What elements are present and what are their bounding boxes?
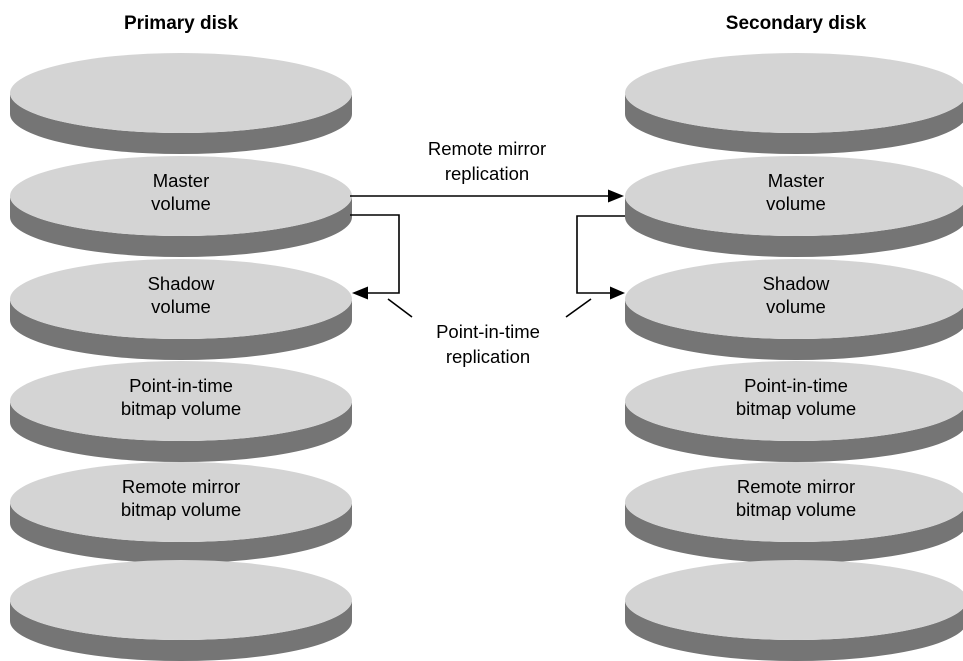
point-in-time-leader-right — [565, 298, 592, 318]
primary-platter-6 — [10, 560, 352, 661]
primary-platter-top-1 — [10, 53, 352, 133]
primary-platter-top-3 — [10, 259, 352, 339]
secondary-platter-side-1 — [625, 93, 963, 154]
secondary-platter-top-4 — [625, 361, 963, 441]
point-in-time-leader-left — [387, 298, 413, 318]
secondary-volume-2-label-line-2: volume — [766, 193, 826, 214]
primary-platter-top-2 — [10, 156, 352, 236]
secondary-volume-5-label-line-1: Remote mirror — [737, 476, 855, 497]
primary-volume-2-label-line-1: Master — [153, 170, 210, 191]
secondary-volume-3-label-line-2: volume — [766, 296, 826, 317]
primary-volume-5-label-line-1: Remote mirror — [122, 476, 240, 497]
primary-volume-3-label-line-1: Shadow — [148, 273, 215, 294]
secondary-platter-side-4 — [625, 401, 963, 462]
secondary-platter-top-5 — [625, 462, 963, 542]
secondary-platter-top-1 — [625, 53, 963, 133]
secondary-platter-top-2 — [625, 156, 963, 236]
remote-mirror-label-line-1: Remote mirror — [428, 138, 546, 159]
secondary-platter-side-6 — [625, 600, 963, 661]
secondary-platter-1 — [625, 53, 963, 154]
point-in-time-label-line-2: replication — [446, 346, 530, 367]
secondary-volume-2-label-line-1: Master — [768, 170, 825, 191]
primary-volume-3-label-line-2: volume — [151, 296, 211, 317]
secondary-platter-side-2 — [625, 196, 963, 257]
secondary-platter-6 — [625, 560, 963, 661]
primary-platter-top-5 — [10, 462, 352, 542]
secondary-disk-title: Secondary disk — [726, 13, 867, 34]
primary-platter-side-6 — [10, 600, 352, 661]
secondary-volume-5-label-line-2: bitmap volume — [736, 499, 856, 520]
primary-platter-top-4 — [10, 361, 352, 441]
secondary-volume-3-label-line-1: Shadow — [763, 273, 830, 294]
secondary-volume-4-label-line-2: bitmap volume — [736, 398, 856, 419]
point-in-time-label-line-1: Point-in-time — [436, 321, 540, 342]
secondary-platter-top-3 — [625, 259, 963, 339]
primary-volume-2-label-line-2: volume — [151, 193, 211, 214]
secondary-platter-top-6 — [625, 560, 963, 640]
primary-platter-side-3 — [10, 299, 352, 360]
primary-volume-5-label-line-2: bitmap volume — [121, 499, 241, 520]
primary-platter-1 — [10, 53, 352, 154]
secondary-platter-side-3 — [625, 299, 963, 360]
primary-platter-side-5 — [10, 502, 352, 563]
secondary-platter-side-5 — [625, 502, 963, 563]
primary-disk-title: Primary disk — [124, 13, 238, 34]
primary-volume-4-label-line-2: bitmap volume — [121, 398, 241, 419]
primary-platter-side-1 — [10, 93, 352, 154]
remote-mirror-arrow — [350, 189, 624, 203]
secondary-disk-stack: MastervolumeShadowvolumePoint-in-timebit… — [625, 53, 963, 661]
primary-point-in-time-arrow — [350, 214, 400, 300]
primary-disk-stack: MastervolumeShadowvolumePoint-in-timebit… — [10, 53, 352, 661]
primary-platter-side-4 — [10, 401, 352, 462]
secondary-volume-4-label-line-1: Point-in-time — [744, 375, 848, 396]
remote-mirror-label-line-2: replication — [445, 163, 529, 184]
primary-platter-side-2 — [10, 196, 352, 257]
primary-volume-4-label-line-1: Point-in-time — [129, 375, 233, 396]
primary-platter-top-6 — [10, 560, 352, 640]
secondary-point-in-time-arrow — [576, 215, 625, 300]
